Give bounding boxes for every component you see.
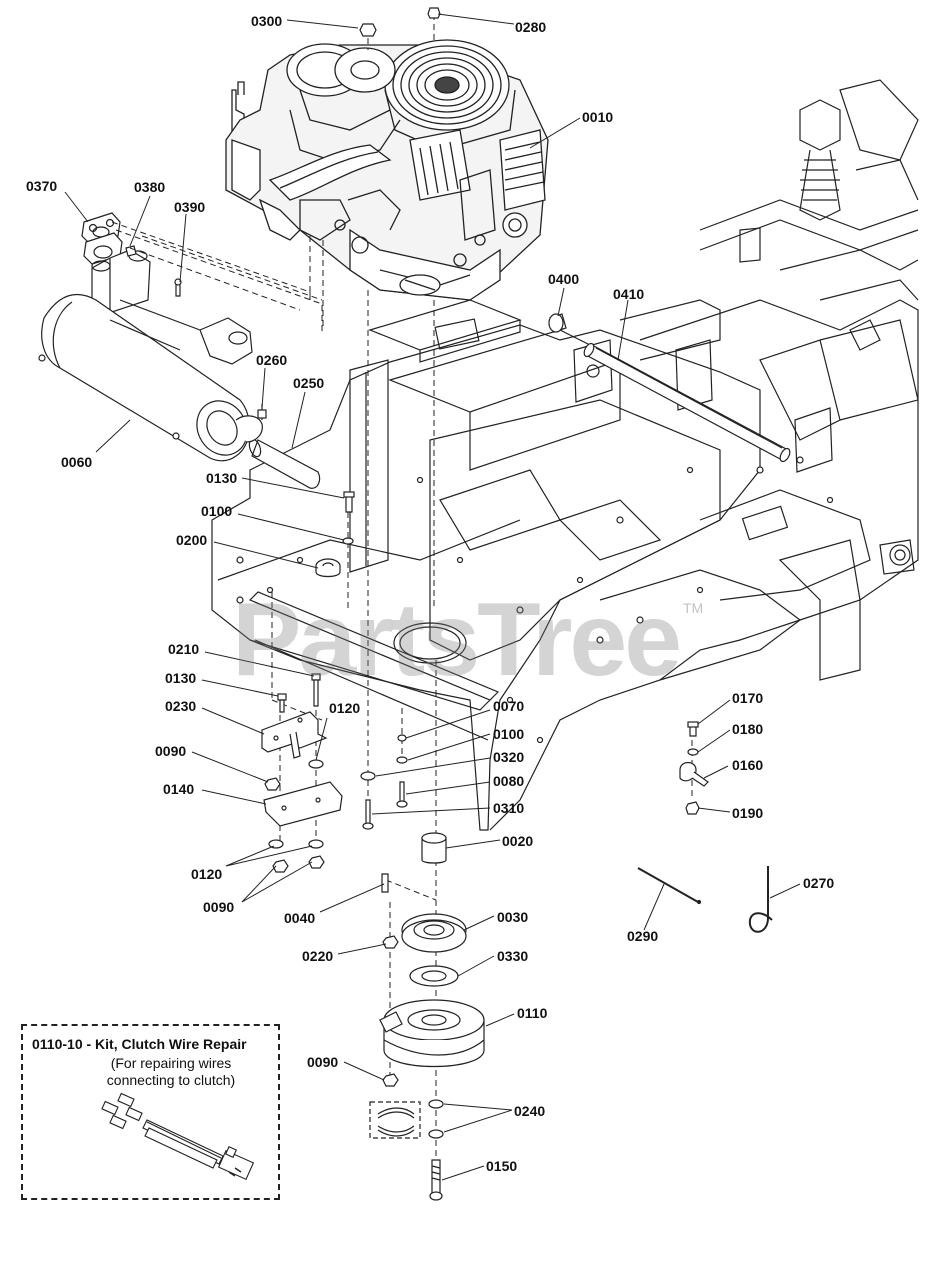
callout-0330[interactable]: 0330: [497, 948, 529, 964]
chassis-frame: [211, 79, 919, 831]
watermark-trademark: TM: [683, 600, 704, 616]
callout-0200[interactable]: 0200: [176, 532, 208, 548]
callout-0310[interactable]: 0310: [493, 800, 525, 816]
callout-0090-upper[interactable]: 0090: [155, 743, 187, 759]
callout-0070[interactable]: 0070: [493, 698, 525, 714]
callout-0120-lower[interactable]: 0120: [191, 866, 223, 882]
callout-0160[interactable]: 0160: [732, 757, 764, 773]
engine-assembly: [225, 39, 549, 301]
kit-description-line1: (For repairing wires: [110, 1055, 232, 1071]
callout-0210[interactable]: 0210: [168, 641, 200, 657]
kit-title: 0110-10 - Kit, Clutch Wire Repair: [32, 1036, 247, 1052]
callout-0400[interactable]: 0400: [548, 271, 580, 287]
callout-0230[interactable]: 0230: [165, 698, 197, 714]
callout-0010[interactable]: 0010: [582, 109, 614, 125]
callout-0270[interactable]: 0270: [803, 875, 835, 891]
hardware-parts: [261, 7, 709, 1201]
callout-0300[interactable]: 0300: [251, 13, 283, 29]
callout-0040[interactable]: 0040: [284, 910, 316, 926]
pivot-shaft-assembly: [548, 313, 791, 463]
callout-0080[interactable]: 0080: [493, 773, 525, 789]
clutch-wire-repair-kit-box[interactable]: 0110-10 - Kit, Clutch Wire Repair (For r…: [21, 1024, 280, 1200]
callout-0220[interactable]: 0220: [302, 948, 334, 964]
callout-0290[interactable]: 0290: [627, 928, 659, 944]
callout-0060[interactable]: 0060: [61, 454, 93, 470]
callout-0410[interactable]: 0410: [613, 286, 645, 302]
muffler-assembly: [38, 212, 323, 489]
hairpin-clip: [748, 866, 773, 933]
callout-0370[interactable]: 0370: [26, 178, 58, 194]
wire-harness-illustration: [101, 1092, 255, 1181]
callout-0320[interactable]: 0320: [493, 749, 525, 765]
callout-0140[interactable]: 0140: [163, 781, 195, 797]
kit-description-line2: connecting to clutch): [106, 1072, 236, 1088]
callout-0130-upper[interactable]: 0130: [206, 470, 238, 486]
callout-0180[interactable]: 0180: [732, 721, 764, 737]
callout-0030[interactable]: 0030: [497, 909, 529, 925]
callout-0020[interactable]: 0020: [502, 833, 534, 849]
callout-leaders: [64, 13, 801, 1181]
callout-0260[interactable]: 0260: [256, 352, 288, 368]
callout-0100-lower[interactable]: 0100: [493, 726, 525, 742]
watermark-text: PartsTree: [232, 582, 682, 698]
callout-0280[interactable]: 0280: [515, 19, 547, 35]
callout-0380[interactable]: 0380: [134, 179, 166, 195]
callout-0170[interactable]: 0170: [732, 690, 764, 706]
kit-description: (For repairing wires connecting to clutc…: [71, 1055, 271, 1089]
callout-0090-clutch[interactable]: 0090: [307, 1054, 339, 1070]
callout-0190[interactable]: 0190: [732, 805, 764, 821]
callout-0150[interactable]: 0150: [486, 1158, 518, 1174]
cable-tie: [637, 867, 702, 905]
callout-0110[interactable]: 0110: [517, 1005, 548, 1021]
callout-0090-lower[interactable]: 0090: [203, 899, 235, 915]
callout-0250[interactable]: 0250: [293, 375, 325, 391]
callout-0130-lower[interactable]: 0130: [165, 670, 197, 686]
callout-0240[interactable]: 0240: [514, 1103, 546, 1119]
callout-0120-upper[interactable]: 0120: [329, 700, 361, 716]
callout-0100-upper[interactable]: 0100: [201, 503, 233, 519]
callout-0390[interactable]: 0390: [174, 199, 206, 215]
